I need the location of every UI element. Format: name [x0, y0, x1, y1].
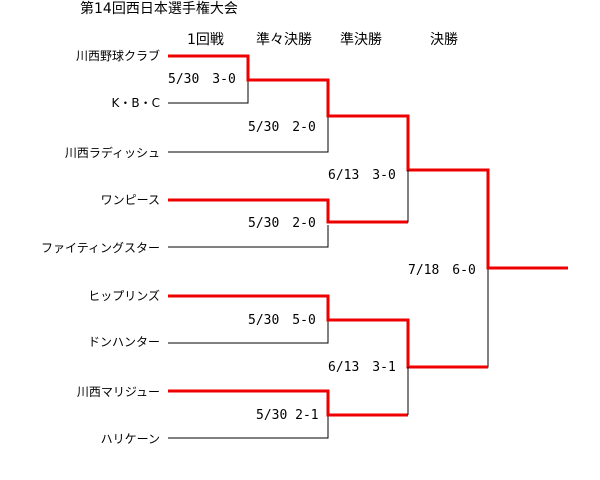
bracket-line-kawanishi-radish: [168, 116, 329, 153]
bracket-line-semifinal-1-lower: [330, 170, 409, 223]
winner-path-one-piece: [168, 198, 408, 224]
round-header-final: 決勝: [430, 32, 458, 48]
team-one-piece: ワンピース: [100, 193, 160, 207]
winner-path-kawanishi-yakyu-club: [168, 54, 568, 270]
losing-path-lines: [168, 80, 489, 439]
winner-path-kawanishi-marijyu: [168, 389, 408, 417]
bracket-line-final-lower: [410, 268, 489, 368]
winner-path-hip-rinz: [168, 294, 488, 369]
match-score-quarterfinal-3: 5/30 5-0: [248, 313, 316, 328]
winning-path-lines: [168, 54, 568, 417]
team-kawanishi-radish: 川西ラディッシュ: [64, 146, 160, 160]
team-kawanishi-yakyu-club: 川西野球クラブ: [75, 49, 160, 63]
match-score-semifinal-2: 6/13 3-1: [328, 360, 396, 375]
team-hurricane: ハリケーン: [100, 432, 160, 446]
match-score-quarterfinal-1: 5/30 2-0: [248, 120, 316, 135]
match-score-first-round: 5/30 3-0: [168, 72, 236, 87]
team-don-hunter: ドンハンター: [87, 335, 160, 349]
team-kbc: K・B・C: [111, 96, 160, 110]
round-header-first-round: 1回戦: [187, 32, 224, 48]
bracket-line-hurricane: [168, 415, 329, 439]
round-header-quarterfinal: 準々決勝: [256, 32, 312, 48]
tournament-title: 第14回西日本選手権大会: [80, 1, 238, 17]
bracket-line-fighting-star: [168, 225, 329, 248]
bracket-line-don-hunter: [168, 320, 329, 344]
team-fighting-star: ファイティングスター: [40, 241, 160, 255]
bracket-line-semifinal-2-upper: [330, 319, 409, 367]
team-kawanishi-marijyu: 川西マリジュー: [76, 385, 160, 399]
round-header-semifinal: 準決勝: [340, 32, 382, 48]
match-score-quarterfinal-2: 5/30 2-0: [248, 216, 316, 231]
team-hip-rinz: ヒップリンズ: [88, 289, 160, 303]
match-score-semifinal-1: 6/13 3-0: [328, 168, 396, 183]
match-score-final: 7/18 6-0: [408, 263, 476, 278]
bracket-line-kbc: [168, 80, 249, 104]
match-score-quarterfinal-4: 5/30 2-1: [256, 408, 319, 423]
